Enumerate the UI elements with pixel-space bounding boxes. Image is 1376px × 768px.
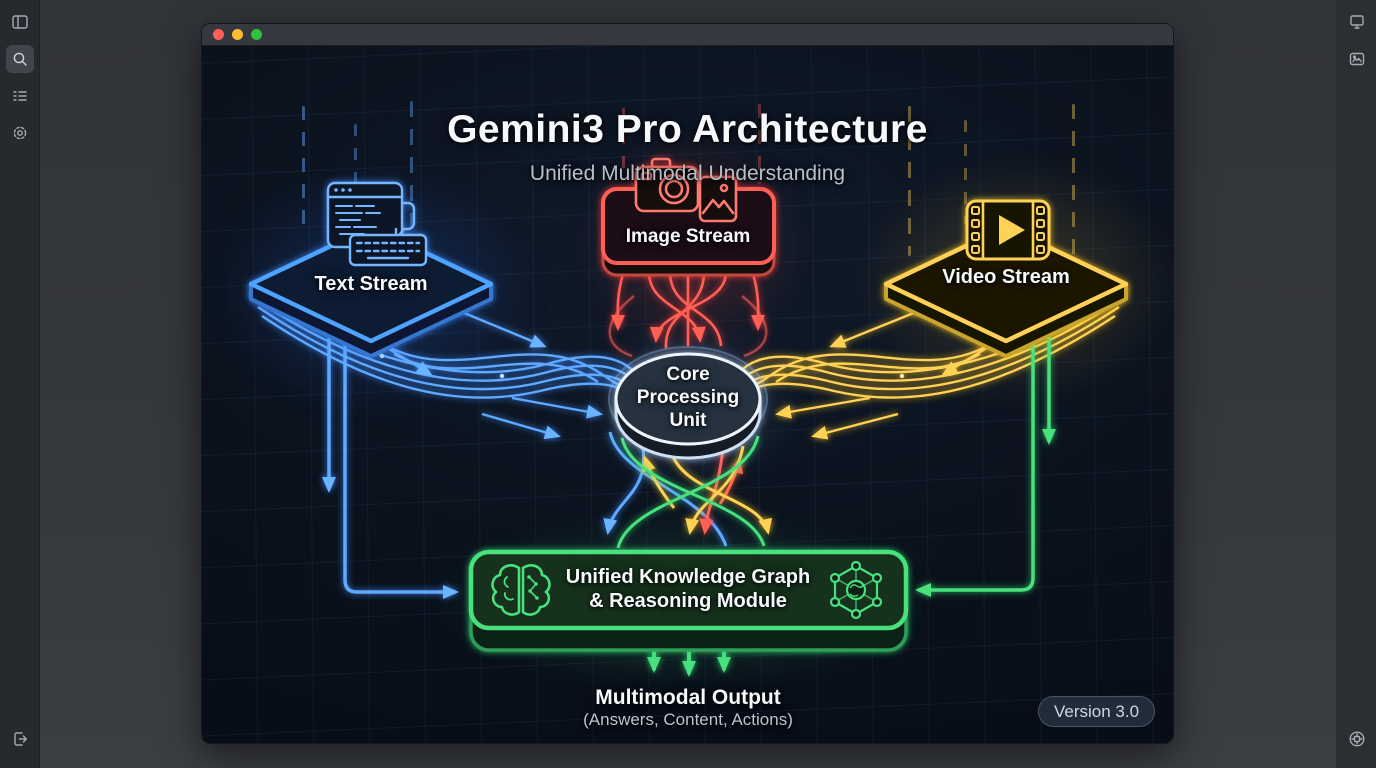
chip-badge-icon [1348,731,1365,747]
camera-photo-icon [634,157,738,223]
zoom-window-button[interactable] [251,29,262,40]
knowledge-module-node [468,549,909,652]
diagram-title: Gemini3 Pro Architecture [447,108,928,151]
image-stream-label: Image Stream [625,226,751,247]
diagram-canvas: Gemini3 Pro Architecture Unified Multimo… [202,46,1173,743]
status-button[interactable] [1343,725,1371,753]
diagram-window: Gemini3 Pro Architecture Unified Multimo… [201,23,1174,744]
diagram-subtitle: Unified Multimodal Understanding [529,162,846,185]
film-play-icon [965,199,1051,261]
gear-icon [13,126,26,140]
video-stream-label: Video Stream [942,266,1070,288]
panels-button[interactable] [6,8,34,36]
text-stream-label: Text Stream [314,273,428,295]
right-toolbar [1336,0,1376,768]
device-preview-button[interactable] [1343,8,1371,36]
image-icon [1349,52,1364,66]
left-toolbar [0,0,40,768]
settings-button[interactable] [6,119,34,147]
brain-icon [491,564,551,616]
core-label-line3: Unit [669,410,707,431]
output-title: Multimodal Output [595,686,781,709]
text-stream-node [248,181,494,358]
list-icon [12,91,27,101]
monitor-icon [1349,15,1364,29]
core-label-line2: Processing [636,387,740,408]
core-label-line1: Core [666,364,710,385]
logout-button[interactable] [6,725,34,753]
output-subtitle: (Answers, Content, Actions) [583,710,793,729]
minimize-window-button[interactable] [232,29,243,40]
knowledge-label-line1: Unified Knowledge Graph [565,566,811,588]
image-stream-node [601,157,776,277]
version-badge: Version 3.0 [1038,696,1155,727]
split-panel-icon [11,15,28,29]
code-window-keyboard-icon [326,181,428,267]
image-preview-button[interactable] [1343,45,1371,73]
core-processing-node [608,346,768,460]
search-icon [13,52,27,66]
knowledge-label-line2: & Reasoning Module [589,590,787,612]
window-titlebar[interactable] [202,24,1173,46]
core-processing-label: Core Processing Unit [618,363,758,432]
outline-button[interactable] [6,82,34,110]
knowledge-graph-icon [829,560,883,620]
logout-icon [13,732,27,746]
close-window-button[interactable] [213,29,224,40]
video-stream-node [883,199,1129,358]
search-button[interactable] [5,45,34,73]
